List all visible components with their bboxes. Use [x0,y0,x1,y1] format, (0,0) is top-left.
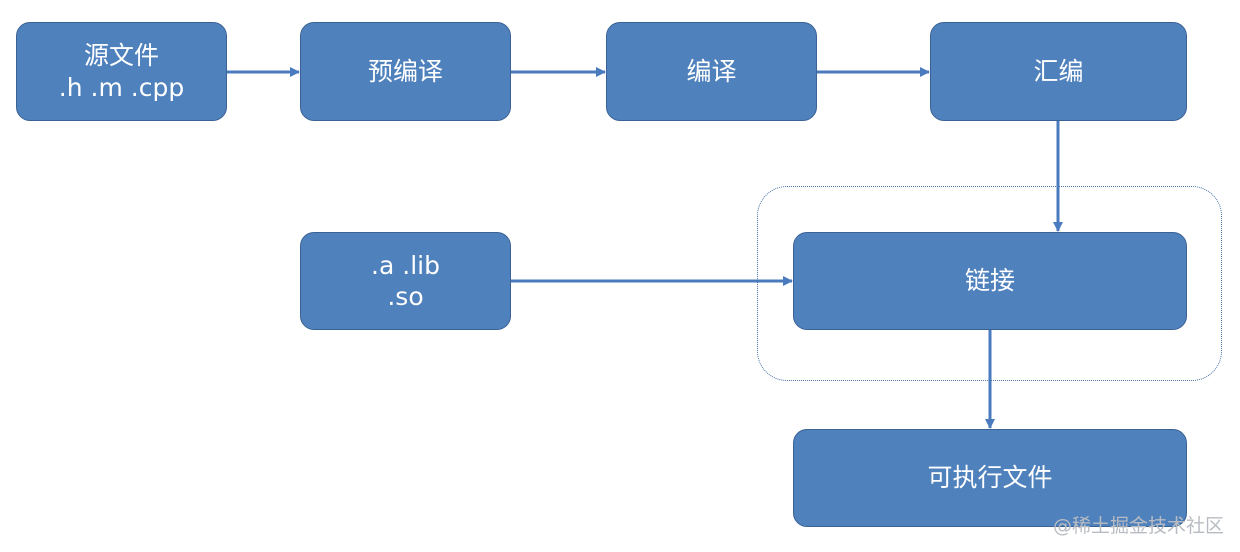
node-link-label: 链接 [964,266,1015,296]
node-executable-label: 可执行文件 [927,463,1053,493]
node-libraries-line2: .so [387,282,424,311]
link-stage-group [757,186,1222,381]
node-source-files-line1: 源文件 [83,41,159,71]
node-libraries: .a .lib .so [300,232,511,330]
node-link: 链接 [793,232,1187,330]
node-preprocess: 预编译 [300,22,511,121]
node-preprocess-label: 预编译 [367,56,443,86]
node-compile: 编译 [606,22,817,121]
node-libraries-line1: .a .lib [371,250,440,280]
node-compile-label: 编译 [686,56,737,86]
node-source-files-line2: .h .m .cpp [58,72,185,102]
node-assemble-label: 汇编 [1033,56,1084,86]
node-executable: 可执行文件 [793,429,1187,527]
node-assemble: 汇编 [930,22,1187,121]
node-source-files: 源文件 .h .m .cpp [16,22,227,121]
watermark-text: @稀土掘金技术社区 [1052,515,1224,537]
